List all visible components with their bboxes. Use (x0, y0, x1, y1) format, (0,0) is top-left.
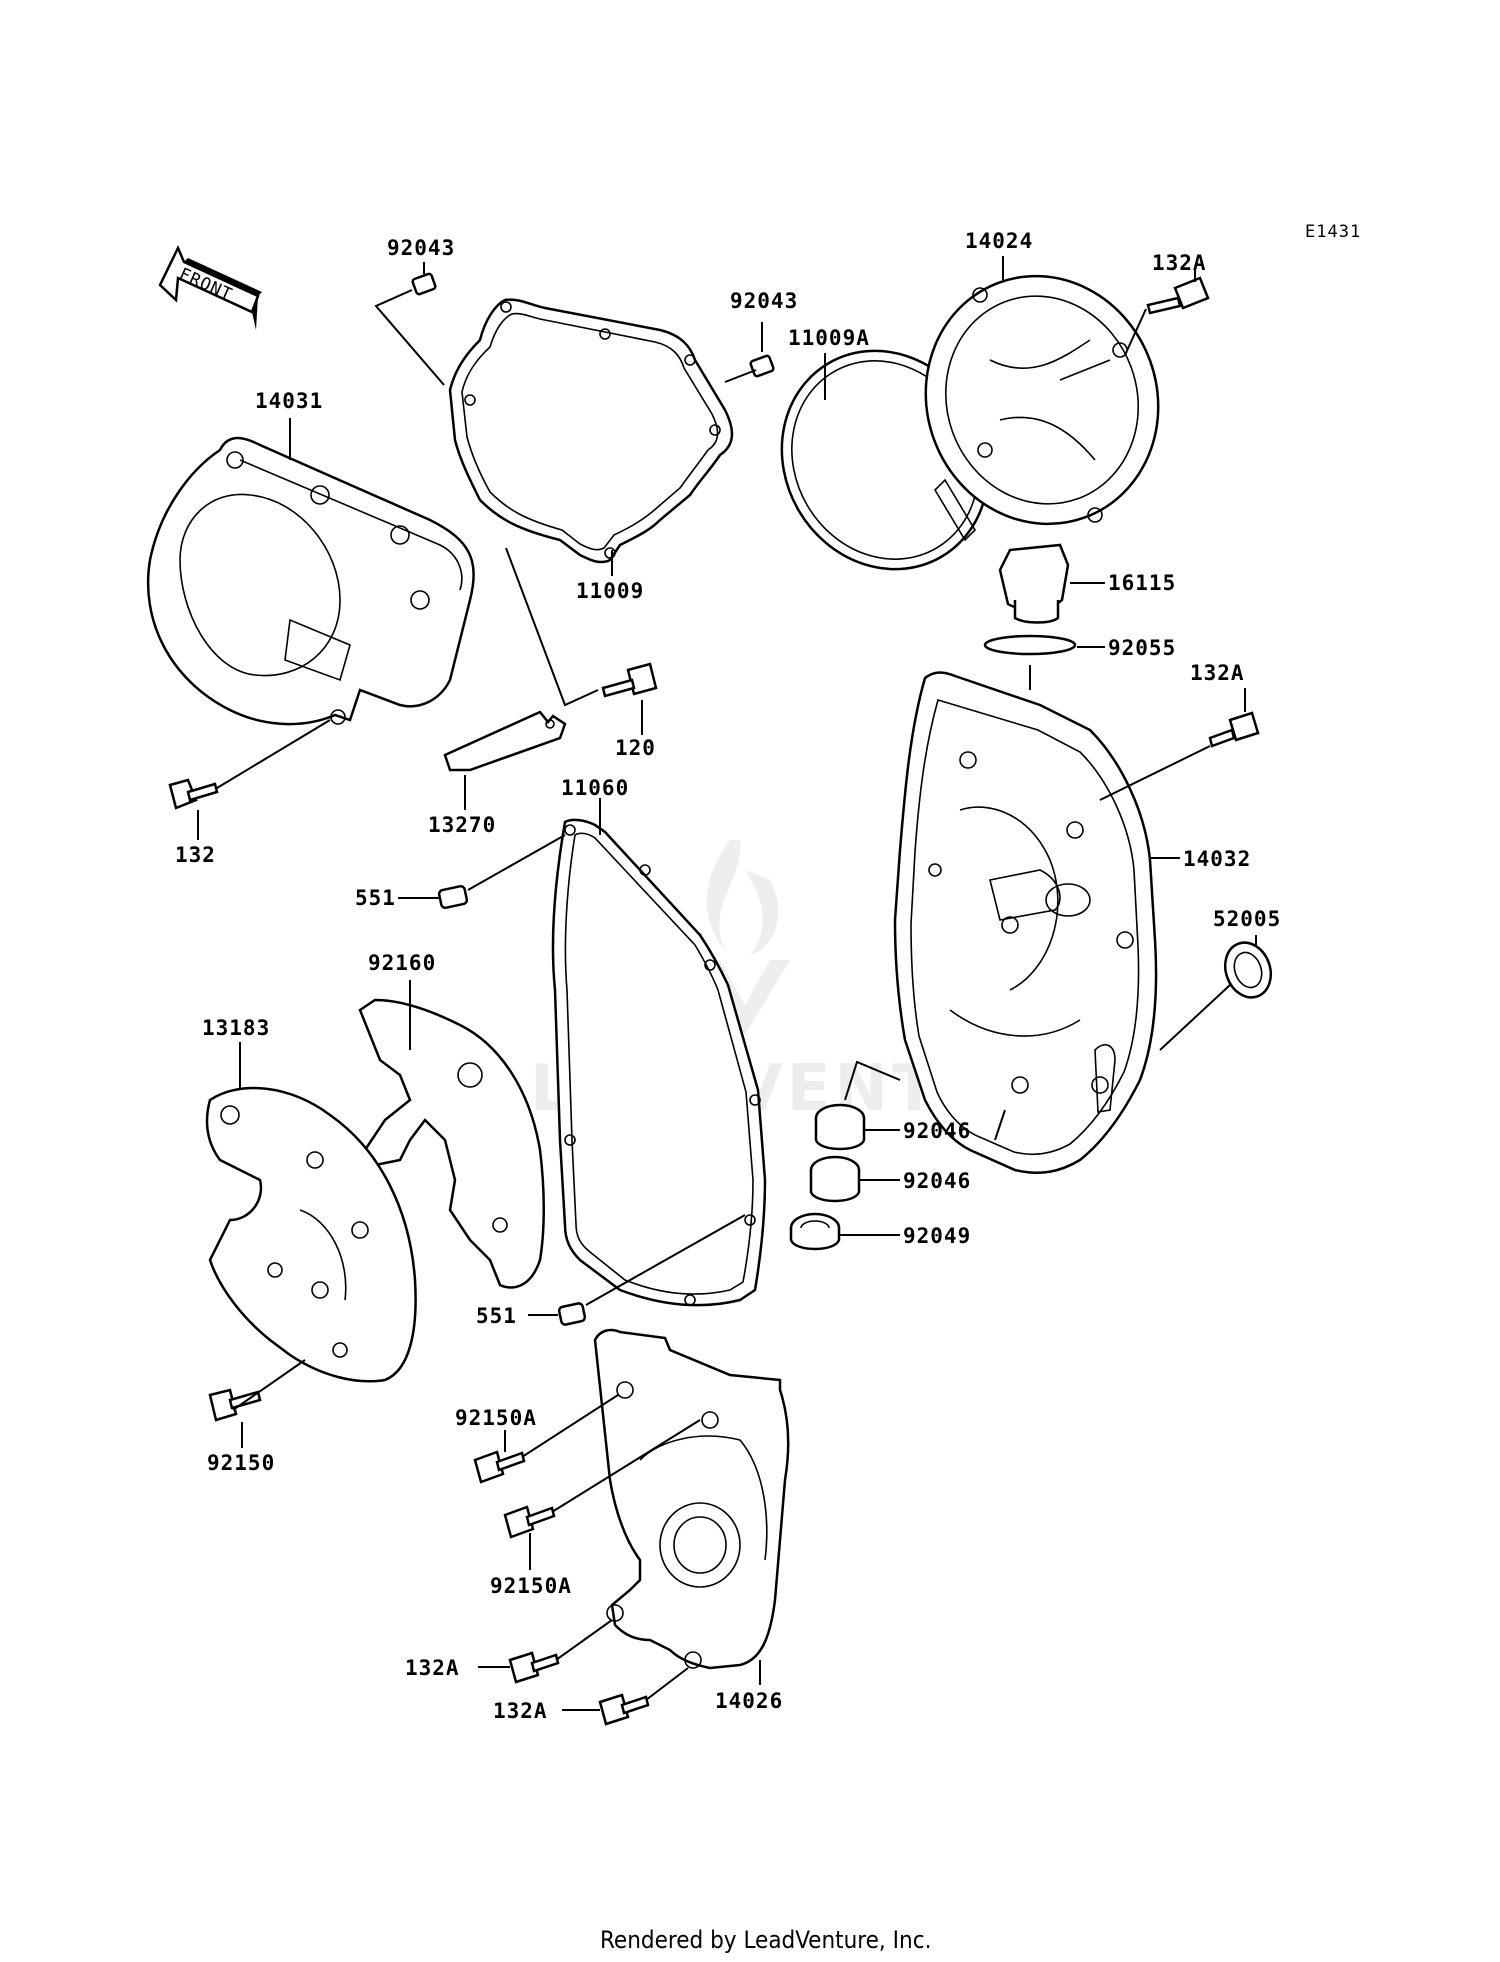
part-11009-gasket[interactable] (448, 298, 734, 564)
part-labels: 92043 92043 14024 132A 11009A 14031 1611… (175, 229, 1281, 1723)
part-132A-bolt-b1[interactable] (508, 1651, 560, 1684)
label-11060[interactable]: 11060 (561, 776, 629, 800)
label-16115[interactable]: 16115 (1108, 571, 1176, 595)
part-132A-bolt-b2[interactable] (598, 1693, 650, 1726)
label-92049[interactable]: 92049 (903, 1224, 971, 1248)
label-132A-top[interactable]: 132A (1152, 251, 1207, 275)
part-92150A-bolt-a[interactable] (473, 1450, 526, 1484)
label-92043-b[interactable]: 92043 (730, 289, 798, 313)
label-92150A-b[interactable]: 92150A (490, 1574, 572, 1598)
label-132A-mid[interactable]: 132A (1190, 661, 1245, 685)
label-13270[interactable]: 13270 (428, 813, 496, 837)
part-92043-dowel-a[interactable] (411, 272, 437, 296)
part-52005-oil-seal[interactable] (1218, 936, 1278, 1004)
part-14032-clutch-case-cover[interactable] (893, 671, 1158, 1174)
part-92160-guide-plate[interactable] (358, 998, 545, 1289)
label-120[interactable]: 120 (615, 736, 656, 760)
leader-lines (197, 256, 1257, 1711)
label-132A-b2[interactable]: 132A (493, 1699, 548, 1723)
diagram-id: E1431 (1305, 222, 1361, 242)
part-120-bolt[interactable] (601, 662, 658, 698)
part-13270-bracket[interactable] (443, 710, 567, 772)
label-551-a[interactable]: 551 (355, 886, 396, 910)
label-551-b[interactable]: 551 (476, 1304, 517, 1328)
part-92043-dowel-b[interactable] (749, 354, 775, 378)
part-92150-bolt[interactable] (208, 1388, 262, 1422)
label-11009A[interactable]: 11009A (788, 326, 870, 350)
label-14026[interactable]: 14026 (715, 1689, 783, 1713)
label-92046-b[interactable]: 92046 (903, 1169, 971, 1193)
part-92046-needle-bearing-a[interactable] (814, 1103, 866, 1151)
label-92046-a[interactable]: 92046 (903, 1119, 971, 1143)
part-92049-oil-seal[interactable] (789, 1212, 841, 1251)
part-14026-sprocket-cover[interactable] (593, 1328, 790, 1670)
part-132-bolt[interactable] (168, 778, 219, 810)
label-92150[interactable]: 92150 (207, 1451, 275, 1475)
label-52005[interactable]: 52005 (1213, 907, 1281, 931)
label-92160[interactable]: 92160 (368, 951, 436, 975)
label-13183[interactable]: 13183 (202, 1016, 270, 1040)
part-11060-gasket[interactable] (551, 818, 767, 1307)
label-14032[interactable]: 14032 (1183, 847, 1251, 871)
footer-credit: Rendered by LeadVenture, Inc. (600, 1926, 931, 1954)
label-132A-b1[interactable]: 132A (405, 1656, 460, 1680)
label-92055[interactable]: 92055 (1108, 636, 1176, 660)
part-92046-needle-bearing-b[interactable] (809, 1155, 861, 1203)
label-132[interactable]: 132 (175, 843, 216, 867)
part-14031-generator-cover[interactable] (146, 436, 475, 726)
part-132A-bolt-mid[interactable] (1208, 711, 1260, 748)
part-13183-cover-plate[interactable] (205, 1086, 417, 1383)
part-92055-o-ring[interactable] (983, 634, 1077, 656)
part-132A-bolt-top[interactable] (1146, 276, 1210, 315)
part-92150A-bolt-b[interactable] (503, 1505, 556, 1539)
label-14031[interactable]: 14031 (255, 389, 323, 413)
part-16115-filler-cap[interactable] (998, 543, 1070, 624)
label-11009[interactable]: 11009 (576, 579, 644, 603)
label-14024[interactable]: 14024 (965, 229, 1033, 253)
part-551-dowel-a[interactable] (437, 884, 469, 910)
front-arrow-icon: FRONT (158, 244, 262, 330)
part-551-dowel-b[interactable] (557, 1302, 587, 1326)
label-92150A-a[interactable]: 92150A (455, 1406, 537, 1430)
label-92043-a[interactable]: 92043 (387, 236, 455, 260)
